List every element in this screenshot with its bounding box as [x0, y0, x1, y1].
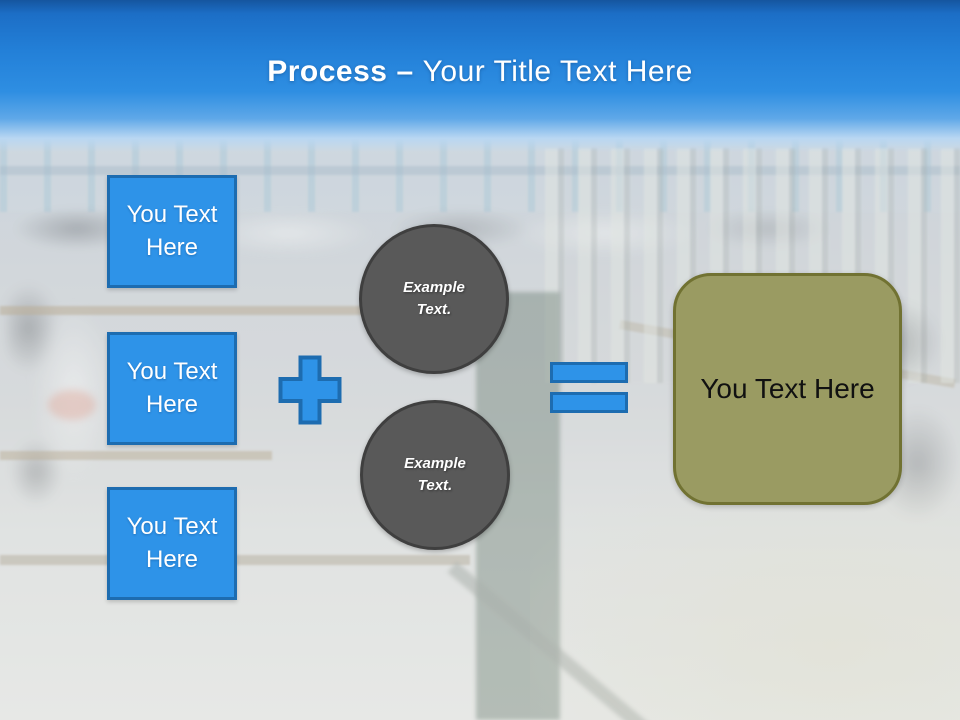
equals-icon — [550, 362, 628, 383]
fence-rail — [0, 306, 368, 315]
result-box-label: You Text Here — [700, 373, 875, 404]
example-circle-1: Example Text. — [359, 224, 509, 374]
equals-icon — [550, 392, 628, 413]
input-box-2-label: You Text Here — [126, 358, 218, 418]
input-box-3: You Text Here — [107, 487, 237, 600]
input-box-1: You Text Here — [107, 175, 237, 288]
cow-nose — [48, 390, 96, 420]
title-keyword: Process — [267, 55, 388, 88]
example-circle-1-label: Example Text. — [403, 278, 465, 319]
plus-icon — [278, 355, 342, 425]
input-box-1-label: You Text Here — [126, 201, 218, 261]
slide-title: Process–Your Title Text Here — [0, 55, 960, 89]
title-text: Your Title Text Here — [422, 55, 693, 88]
input-box-3-label: You Text Here — [126, 513, 218, 573]
fence-rail — [0, 451, 272, 460]
straw-area — [530, 470, 960, 720]
header-band — [0, 0, 960, 152]
example-circle-2-label: Example Text. — [404, 454, 466, 495]
result-box: You Text Here — [673, 273, 902, 505]
plus-icon-svg — [278, 355, 342, 425]
input-box-2: You Text Here — [107, 332, 237, 445]
title-dash: – — [396, 55, 414, 88]
example-circle-2: Example Text. — [360, 400, 510, 550]
barn-beam — [0, 166, 960, 175]
